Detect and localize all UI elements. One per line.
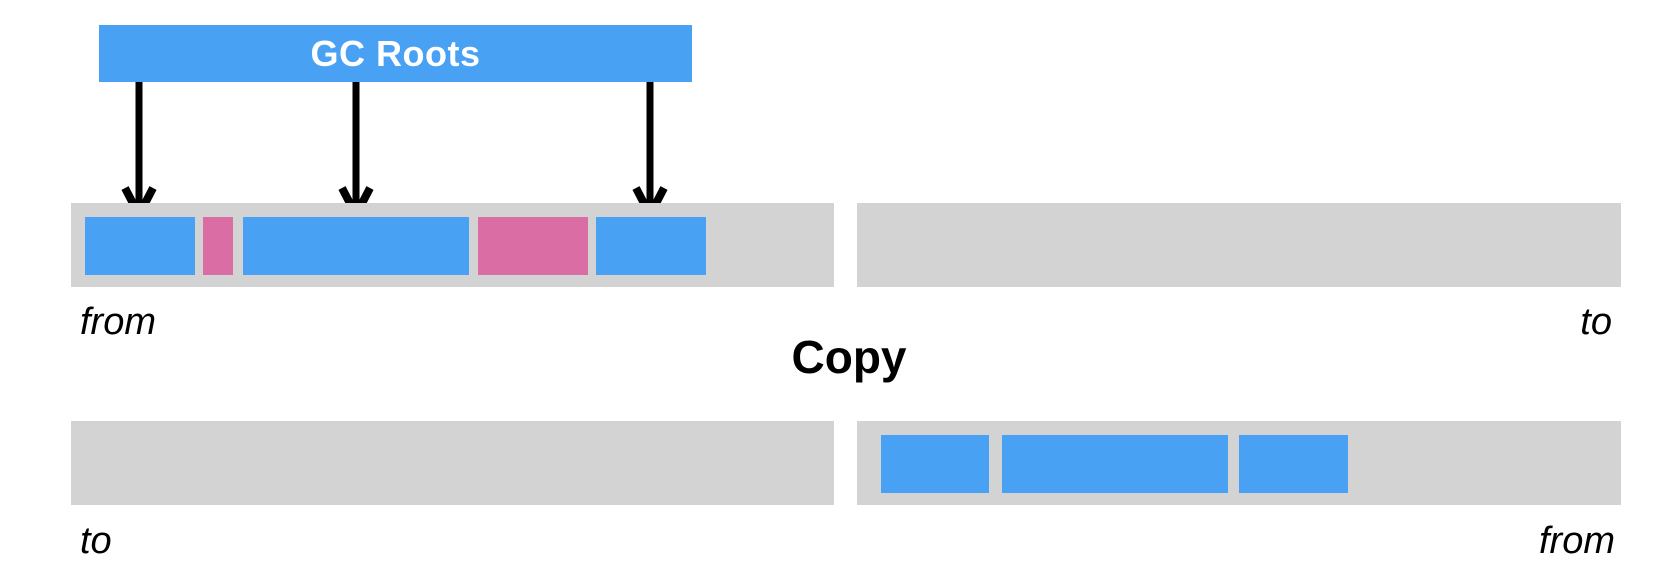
heap-from-space-after — [857, 421, 1621, 505]
memory-block-live — [243, 217, 469, 275]
memory-block-live — [596, 217, 706, 275]
heap-from-space-before — [71, 203, 834, 287]
memory-block-live — [1239, 435, 1348, 493]
label-to-bottom: to — [80, 520, 112, 562]
memory-block-live — [85, 217, 195, 275]
memory-block-live — [1002, 435, 1228, 493]
heap-to-space-before — [857, 203, 1621, 287]
gc-roots-label: GC Roots — [310, 32, 481, 74]
label-from-bottom: from — [1539, 520, 1615, 562]
label-to-top: to — [1580, 301, 1612, 343]
arrow-down-icon — [338, 82, 374, 224]
arrow-down-icon — [121, 82, 157, 224]
gc-roots-box: GC Roots — [99, 25, 692, 82]
heap-to-space-after — [71, 421, 834, 505]
arrow-down-icon — [632, 82, 668, 224]
memory-block-garbage — [203, 217, 233, 275]
memory-block-live — [881, 435, 989, 493]
copy-step-label: Copy — [791, 331, 907, 383]
memory-block-garbage — [478, 217, 588, 275]
label-from-top: from — [80, 301, 156, 343]
